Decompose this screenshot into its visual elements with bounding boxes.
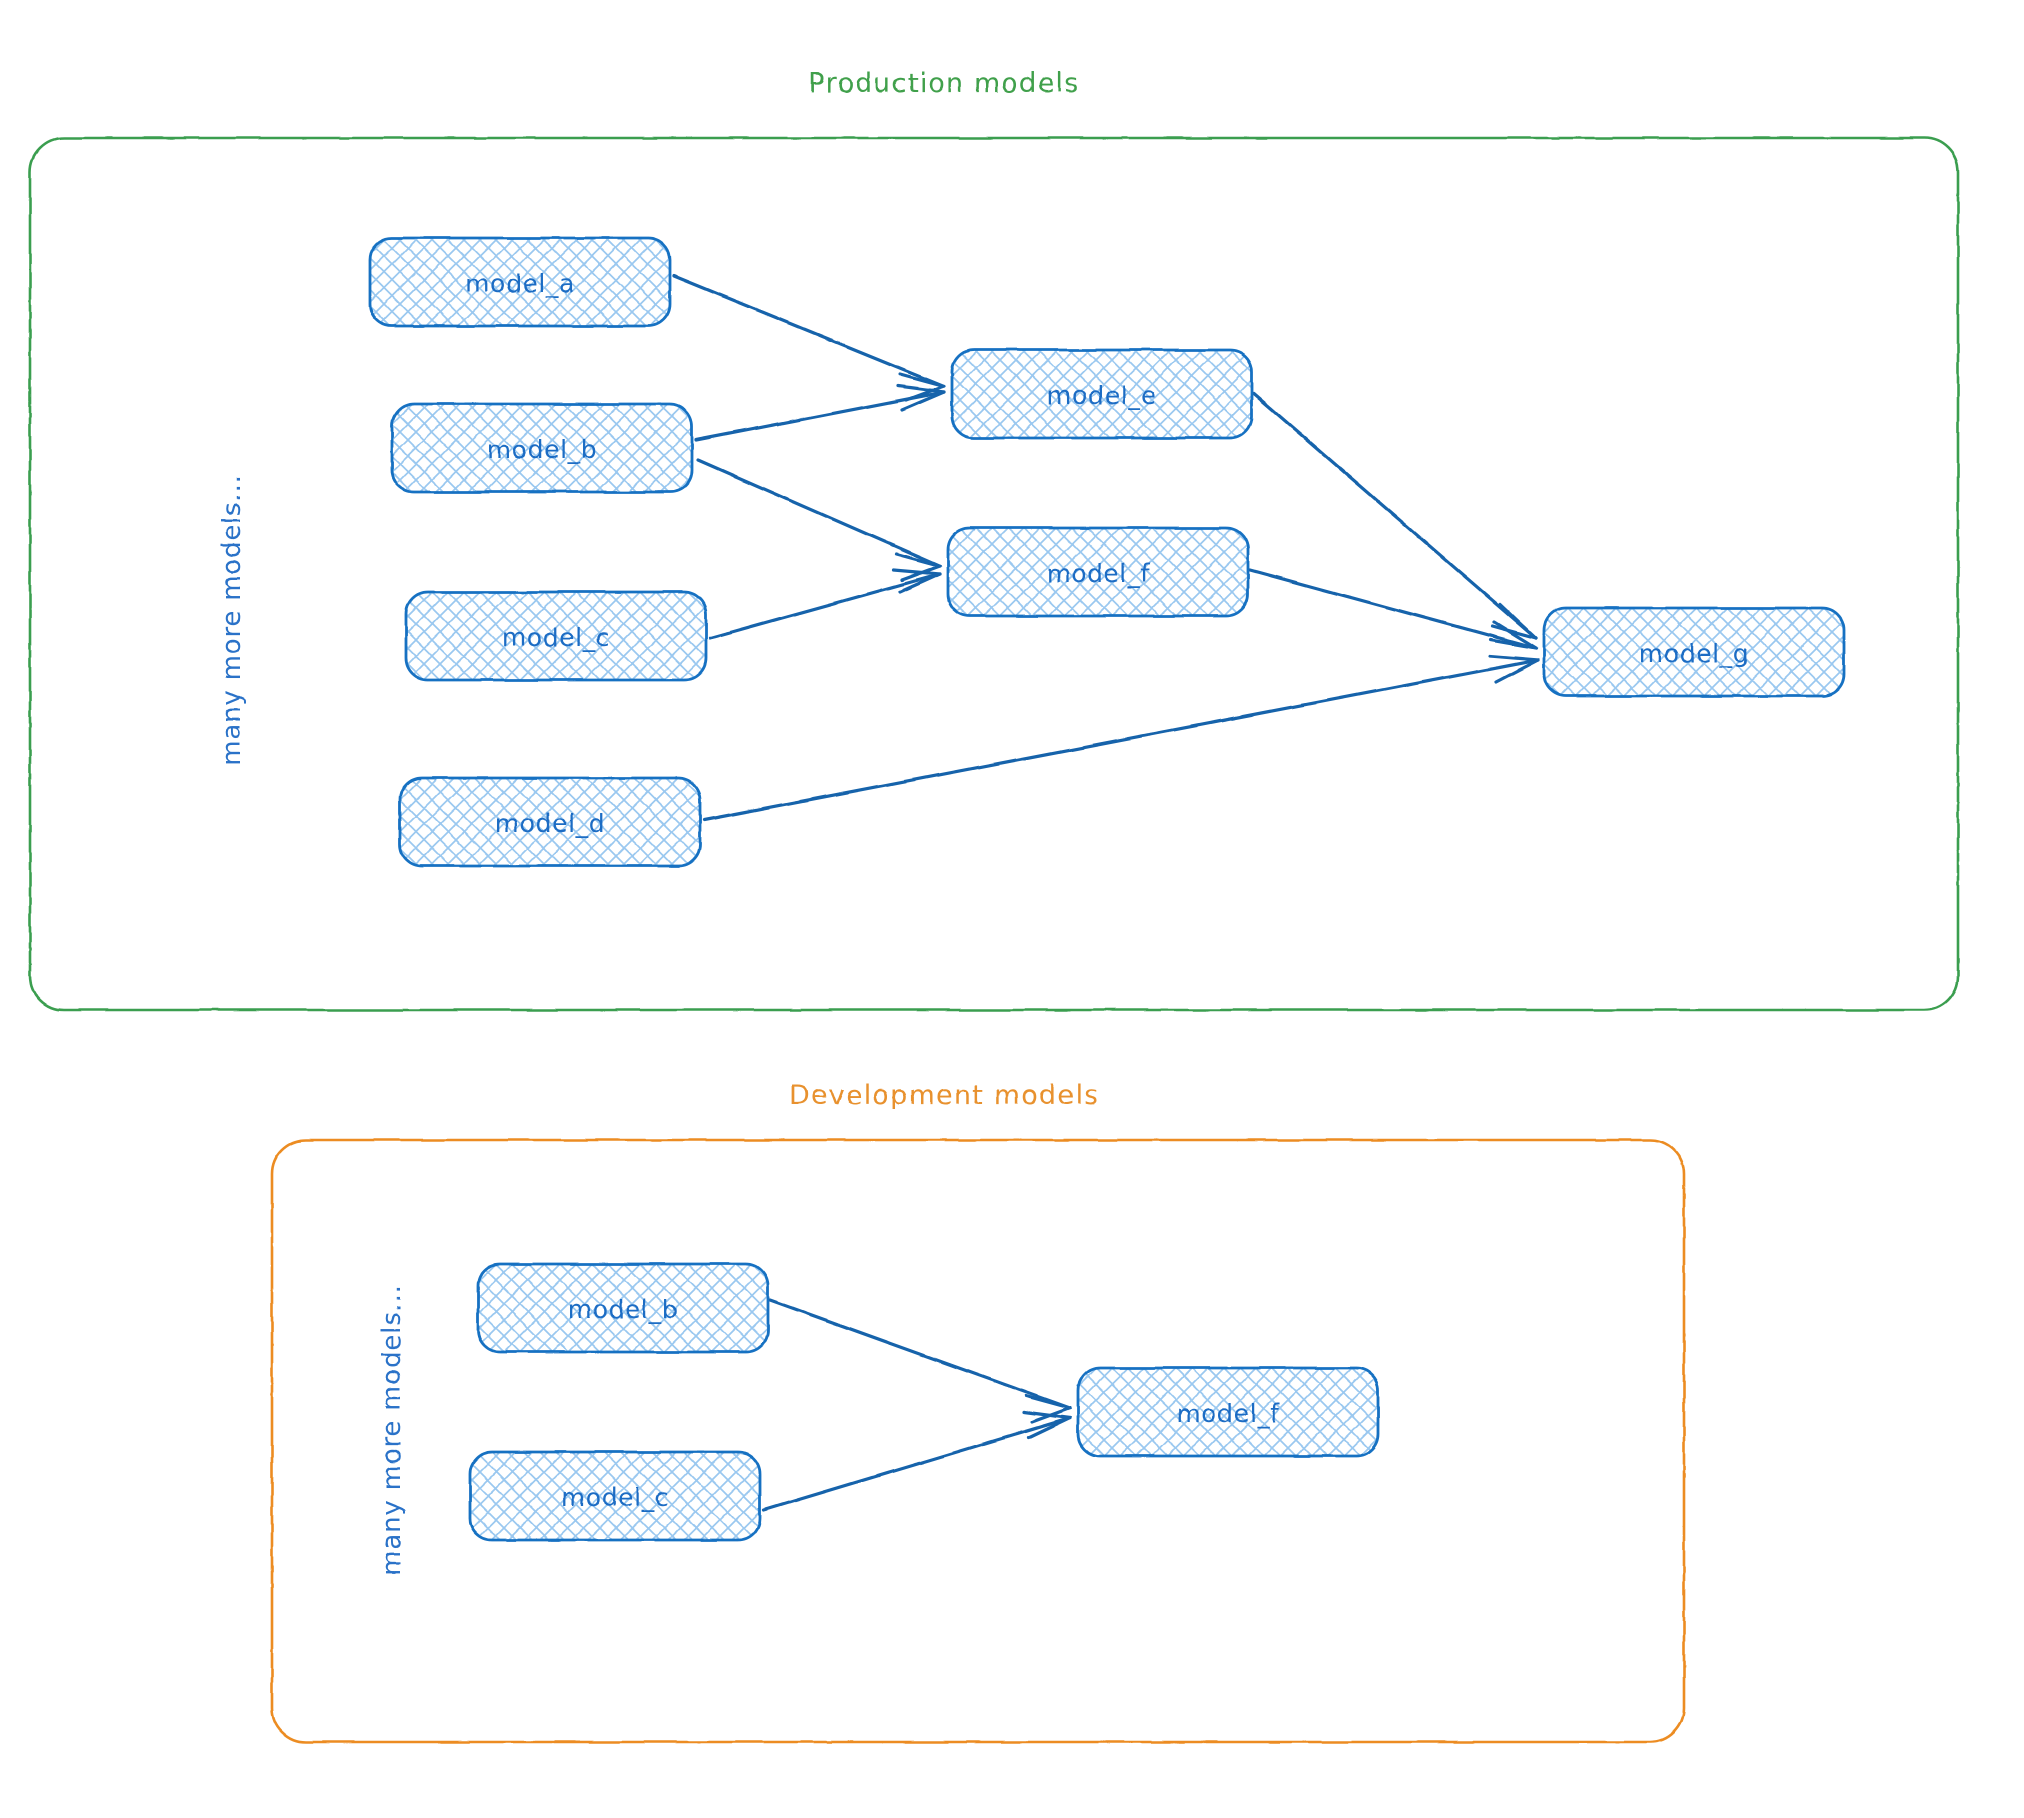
production-title: Production models bbox=[809, 68, 1080, 99]
node-shape[interactable] bbox=[946, 526, 1250, 618]
edge-model_e-model_g bbox=[1252, 392, 1538, 640]
nodes-layer: model_a model_b model_c model_d model_e bbox=[368, 236, 1846, 1542]
node-shape[interactable] bbox=[476, 1262, 770, 1354]
edge-model_d-model_g bbox=[702, 654, 1540, 822]
group-development: Development models many more models... bbox=[270, 1080, 1686, 1744]
node-dev-model_b[interactable]: model_b bbox=[476, 1262, 770, 1354]
node-shape[interactable] bbox=[398, 776, 702, 868]
node-label: model_c bbox=[561, 1483, 669, 1512]
node-label: model_b bbox=[568, 1295, 678, 1324]
node-label: model_e bbox=[1047, 381, 1157, 410]
node-label: model_g bbox=[1639, 639, 1749, 668]
node-label: model_c bbox=[502, 623, 610, 652]
node-dev-model_c[interactable]: model_c bbox=[468, 1450, 762, 1542]
node-prod-model_e[interactable]: model_e bbox=[950, 348, 1254, 440]
node-prod-model_a[interactable]: model_a bbox=[368, 236, 672, 328]
edge-model_c-model_f bbox=[708, 568, 942, 640]
development-title: Development models bbox=[789, 1080, 1099, 1111]
node-shape[interactable] bbox=[390, 402, 694, 494]
edge-model_b-model_e bbox=[694, 384, 946, 442]
node-dev-model_f[interactable]: model_f bbox=[1076, 1366, 1380, 1458]
node-label: model_f bbox=[1176, 1399, 1280, 1428]
node-shape[interactable] bbox=[1542, 606, 1846, 698]
node-label: model_a bbox=[465, 269, 575, 298]
edge-model_b-model_f bbox=[696, 458, 942, 582]
development-side-note: many more models... bbox=[377, 1284, 407, 1576]
edge-dev-model_c-model_f bbox=[762, 1410, 1072, 1512]
node-shape[interactable] bbox=[468, 1450, 762, 1542]
node-shape[interactable] bbox=[1076, 1366, 1380, 1458]
production-side-note: many more models... bbox=[217, 474, 247, 766]
node-prod-model_d[interactable]: model_d bbox=[398, 776, 702, 868]
group-production: Production models many more models... bbox=[28, 68, 1960, 1012]
node-shape[interactable] bbox=[950, 348, 1254, 440]
node-prod-model_g[interactable]: model_g bbox=[1542, 606, 1846, 698]
node-prod-model_b[interactable]: model_b bbox=[390, 402, 694, 494]
node-prod-model_f[interactable]: model_f bbox=[946, 526, 1250, 618]
node-label: model_d bbox=[495, 809, 605, 838]
node-shape[interactable] bbox=[368, 236, 672, 328]
edge-model_a-model_e bbox=[672, 274, 946, 402]
edges-layer bbox=[672, 274, 1540, 1512]
node-label: model_b bbox=[487, 435, 597, 464]
node-label: model_f bbox=[1046, 559, 1150, 588]
development-container-border bbox=[270, 1138, 1686, 1744]
node-prod-model_c[interactable]: model_c bbox=[404, 590, 708, 682]
node-shape[interactable] bbox=[404, 590, 708, 682]
edge-model_f-model_g bbox=[1248, 568, 1538, 650]
edge-dev-model_b-model_f bbox=[768, 1298, 1072, 1424]
production-container-border bbox=[28, 136, 1960, 1012]
